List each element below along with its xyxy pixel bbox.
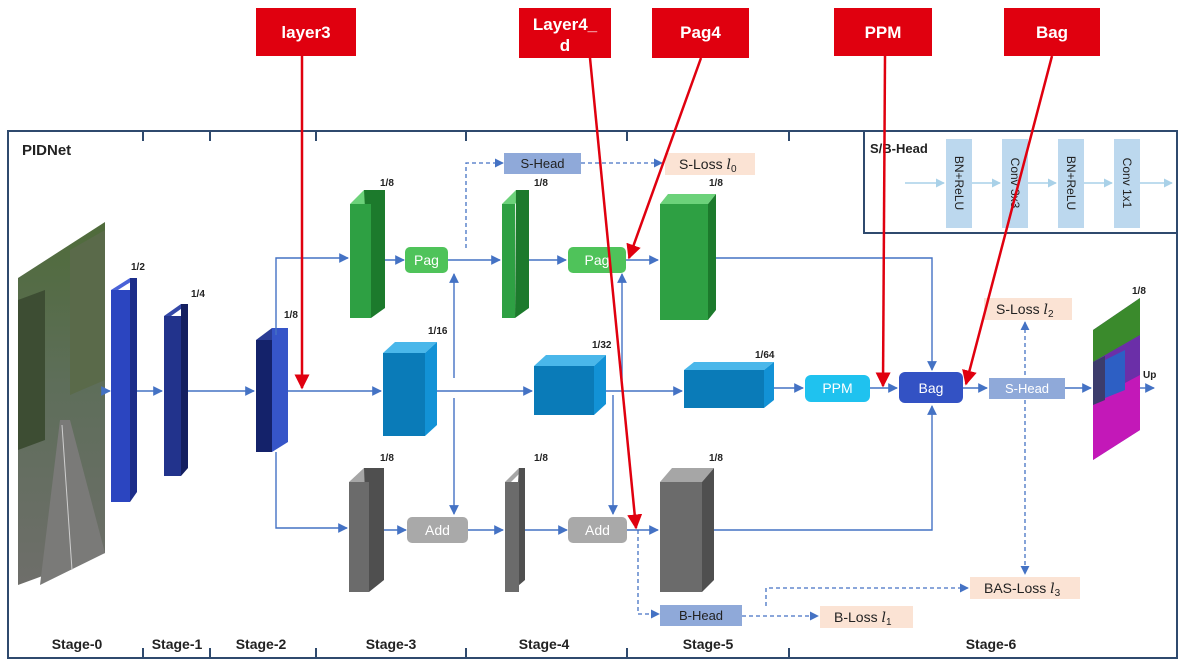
input-image [18, 222, 105, 585]
scale-output: 1/8 [1132, 286, 1146, 297]
stage-label-2: Stage-2 [236, 636, 287, 652]
svg-text:Conv 1x1: Conv 1x1 [1120, 158, 1134, 209]
pidnet-frame [7, 130, 1178, 659]
callout-bag: Bag [1004, 8, 1100, 56]
bag-node: Bag [899, 372, 963, 403]
svg-text:layer3: layer3 [281, 23, 330, 42]
callout-ppm: PPM [834, 8, 932, 56]
scale-stage3-backbone: 1/8 [284, 310, 298, 321]
svg-text:Add: Add [585, 522, 610, 538]
s-head-top: S-Head [504, 153, 581, 174]
pag-node-stage4: Pag [568, 247, 626, 273]
i-block-stage5 [684, 362, 774, 408]
sb-head-block-4: Conv 1x1 [1114, 139, 1140, 228]
svg-text:Pag: Pag [414, 252, 439, 268]
scale-p4: 1/8 [534, 178, 548, 189]
i-block-stage3 [383, 342, 437, 436]
b-loss-l1: B-Loss l1 [820, 606, 913, 628]
svg-text:Layer4_: Layer4_ [533, 15, 598, 34]
svg-text:Bag: Bag [1036, 23, 1068, 42]
callout-layer4-d: Layer4_ d [519, 8, 611, 58]
stage-label-0: Stage-0 [52, 636, 103, 652]
backbone-block-stage1 [111, 278, 137, 502]
ppm-node: PPM [805, 375, 870, 402]
stage-label-1: Stage-1 [152, 636, 203, 652]
backbone-block-stage2 [164, 304, 188, 476]
output-segmentation [1093, 298, 1140, 460]
flow-lines [101, 253, 1155, 535]
svg-text:Add: Add [425, 522, 450, 538]
svg-text:Pag4: Pag4 [680, 23, 721, 42]
d-block-stage4 [505, 468, 525, 592]
s-loss-l2: S-Loss l2 [984, 298, 1072, 320]
scale-d3: 1/8 [380, 453, 394, 464]
add-node-stage4: Add [568, 517, 627, 543]
svg-text:PPM: PPM [865, 23, 902, 42]
svg-text:BN+ReLU: BN+ReLU [1064, 156, 1078, 210]
pidnet-title: PIDNet [22, 142, 71, 159]
sb-head-title: S/B-Head [870, 141, 928, 156]
dashed-lines [465, 158, 1030, 621]
stage-label-6: Stage-6 [966, 636, 1017, 652]
svg-text:S-Head: S-Head [520, 156, 564, 171]
svg-text:BAS-Loss l3: BAS-Loss l3 [984, 580, 1061, 599]
backbone-block-stage3 [256, 328, 288, 452]
svg-text:BN+ReLU: BN+ReLU [952, 156, 966, 210]
scale-p5: 1/8 [709, 178, 723, 189]
svg-text:B-Head: B-Head [679, 608, 723, 623]
svg-text:Conv 3x3: Conv 3x3 [1008, 158, 1022, 209]
scale-p3: 1/8 [380, 178, 394, 189]
d-block-stage3 [349, 468, 384, 592]
sb-head-block-2: Conv 3x3 [1002, 139, 1028, 228]
sb-head-block-3: BN+ReLU [1058, 139, 1084, 228]
up-label: Up [1143, 370, 1156, 381]
s-head-right: S-Head [989, 378, 1065, 399]
scale-d5: 1/8 [709, 453, 723, 464]
scale-stage1: 1/2 [131, 262, 145, 273]
stage-label-4: Stage-4 [519, 636, 570, 652]
svg-text:Bag: Bag [919, 380, 944, 396]
s-loss-l0: S-Loss l0 [665, 153, 755, 175]
callout-pag4: Pag4 [652, 8, 749, 58]
scale-stage2: 1/4 [191, 289, 205, 300]
svg-text:d: d [560, 36, 570, 55]
bas-loss-l3: BAS-Loss l3 [970, 577, 1080, 599]
d-block-stage5 [660, 468, 714, 592]
svg-text:B-Loss l1: B-Loss l1 [834, 609, 892, 628]
i-block-stage4 [534, 355, 606, 415]
callout-layer3: layer3 [256, 8, 356, 56]
stage-ticks [142, 131, 790, 658]
p-block-stage4 [502, 190, 529, 318]
p-block-stage3 [350, 190, 385, 318]
add-node-stage3: Add [407, 517, 468, 543]
scale-d4: 1/8 [534, 453, 548, 464]
sb-head-block-1: BN+ReLU [946, 139, 972, 228]
svg-text:S-Loss l0: S-Loss l0 [679, 156, 737, 175]
svg-text:S-Loss l2: S-Loss l2 [996, 301, 1054, 320]
b-head: B-Head [660, 605, 742, 626]
svg-text:S-Head: S-Head [1005, 381, 1049, 396]
scale-i5: 1/64 [755, 350, 775, 361]
p-block-stage5 [660, 194, 716, 320]
svg-text:Pag: Pag [585, 252, 610, 268]
stage-label-5: Stage-5 [683, 636, 734, 652]
pag-node-stage3: Pag [405, 247, 448, 273]
scale-i4: 1/32 [592, 340, 612, 351]
callout-pointers [294, 55, 1054, 530]
svg-text:PPM: PPM [822, 380, 852, 396]
scale-i3: 1/16 [428, 326, 448, 337]
stage-label-3: Stage-3 [366, 636, 417, 652]
